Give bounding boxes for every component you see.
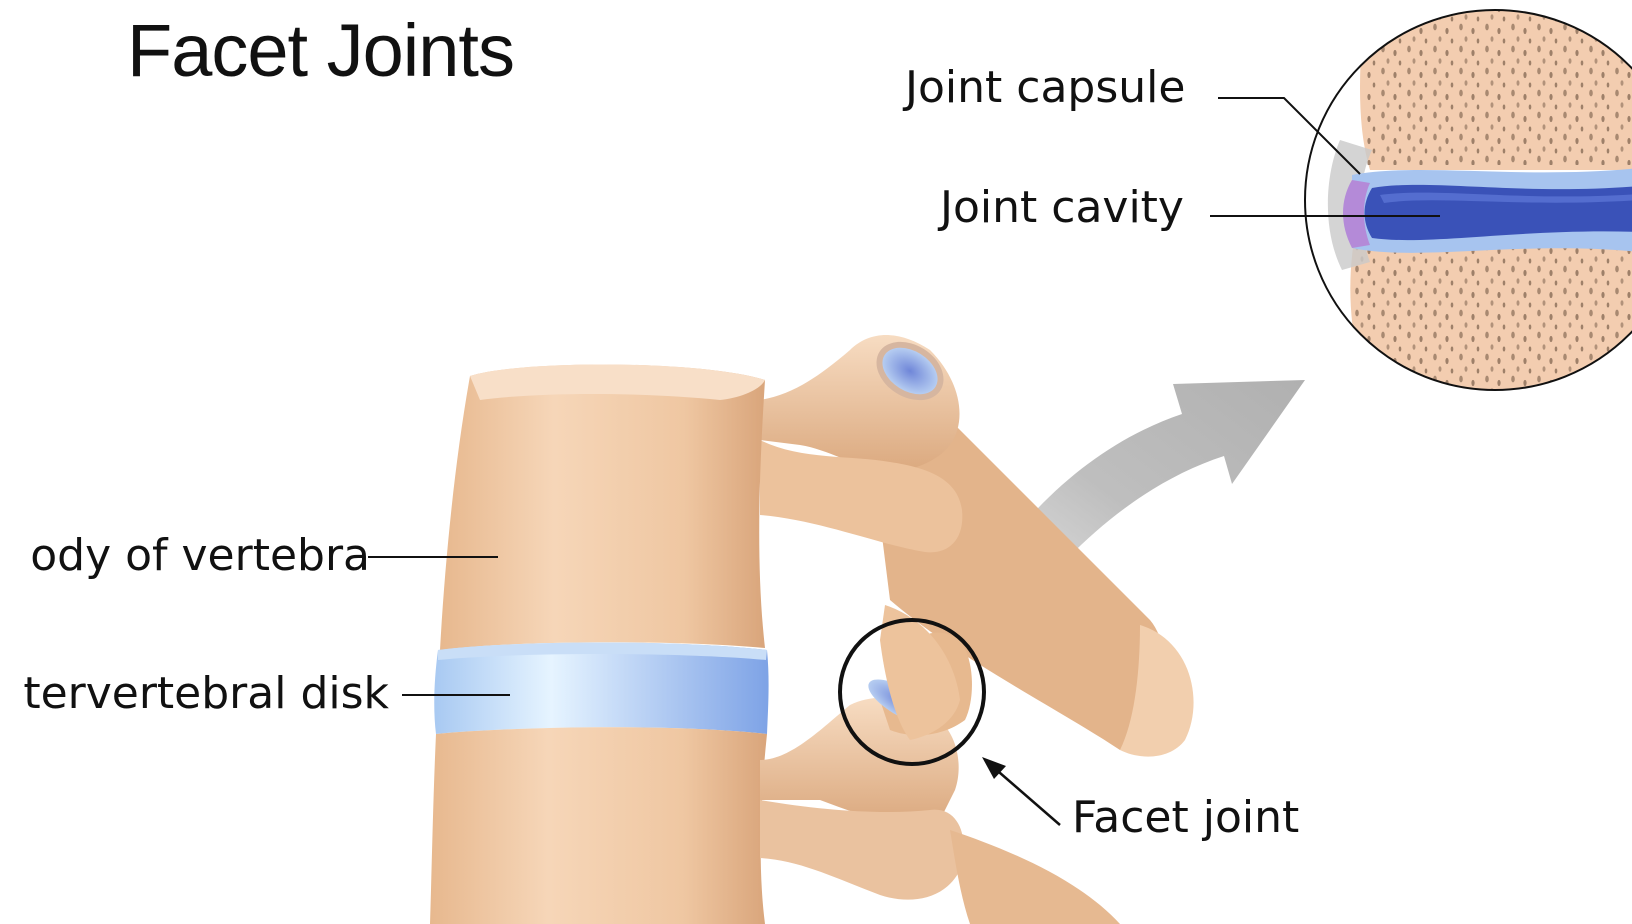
- label-facet-joint: Facet joint: [1072, 796, 1299, 840]
- facet-joint-pointer: [982, 757, 1060, 825]
- label-intervertebral-disk: tervertebral disk: [23, 672, 389, 716]
- label-joint-capsule: Joint capsule: [905, 66, 1185, 110]
- label-joint-cavity: Joint cavity: [940, 186, 1184, 230]
- label-body-of-vertebra: ody of vertebra: [30, 534, 370, 578]
- zoom-inset: [1300, 0, 1632, 425]
- page-title: Facet Joints: [127, 14, 514, 88]
